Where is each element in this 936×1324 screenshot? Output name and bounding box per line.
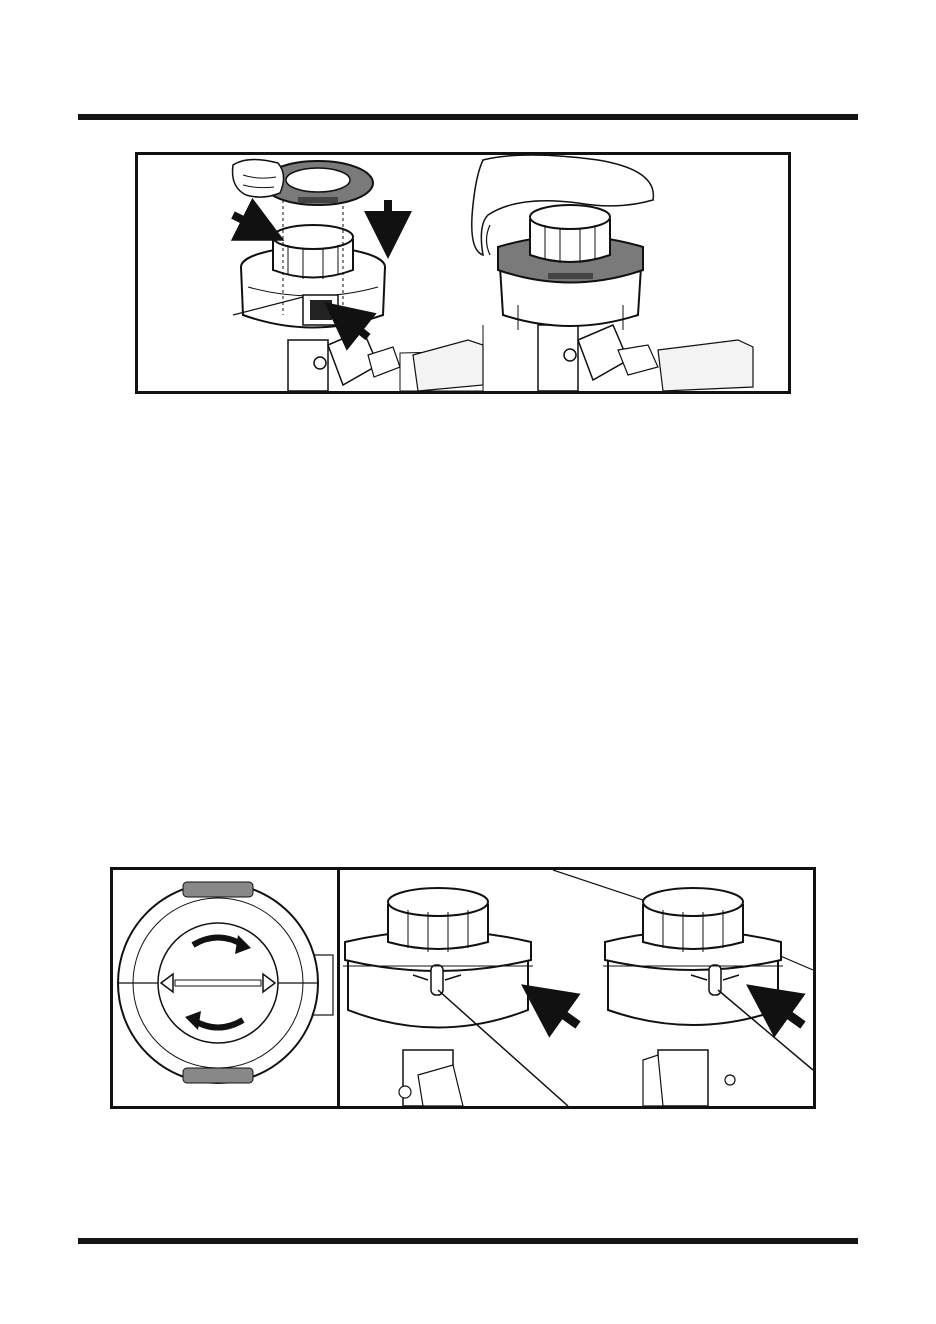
top-figure [135, 152, 791, 394]
spool-cover-alignment-panel [233, 159, 483, 391]
panel-divider [337, 870, 340, 1106]
bottom-figure [110, 867, 816, 1109]
bottom-figure-illustration [113, 870, 813, 1106]
spool-knob [530, 205, 610, 263]
arrow-icon [233, 215, 263, 230]
trimmer-shaft [288, 330, 483, 391]
arrow-icon [543, 1000, 578, 1025]
footer-rule [78, 1238, 858, 1244]
top-figure-illustration [138, 155, 788, 391]
hand-icon [233, 159, 284, 197]
trimmer-shaft [538, 325, 753, 391]
spool-top-view-panel [118, 882, 333, 1083]
line-eyelet-panel-2 [603, 888, 813, 1106]
spool-knob [273, 225, 353, 279]
spool-cover-installed-panel [472, 155, 753, 391]
header-rule [78, 114, 858, 120]
